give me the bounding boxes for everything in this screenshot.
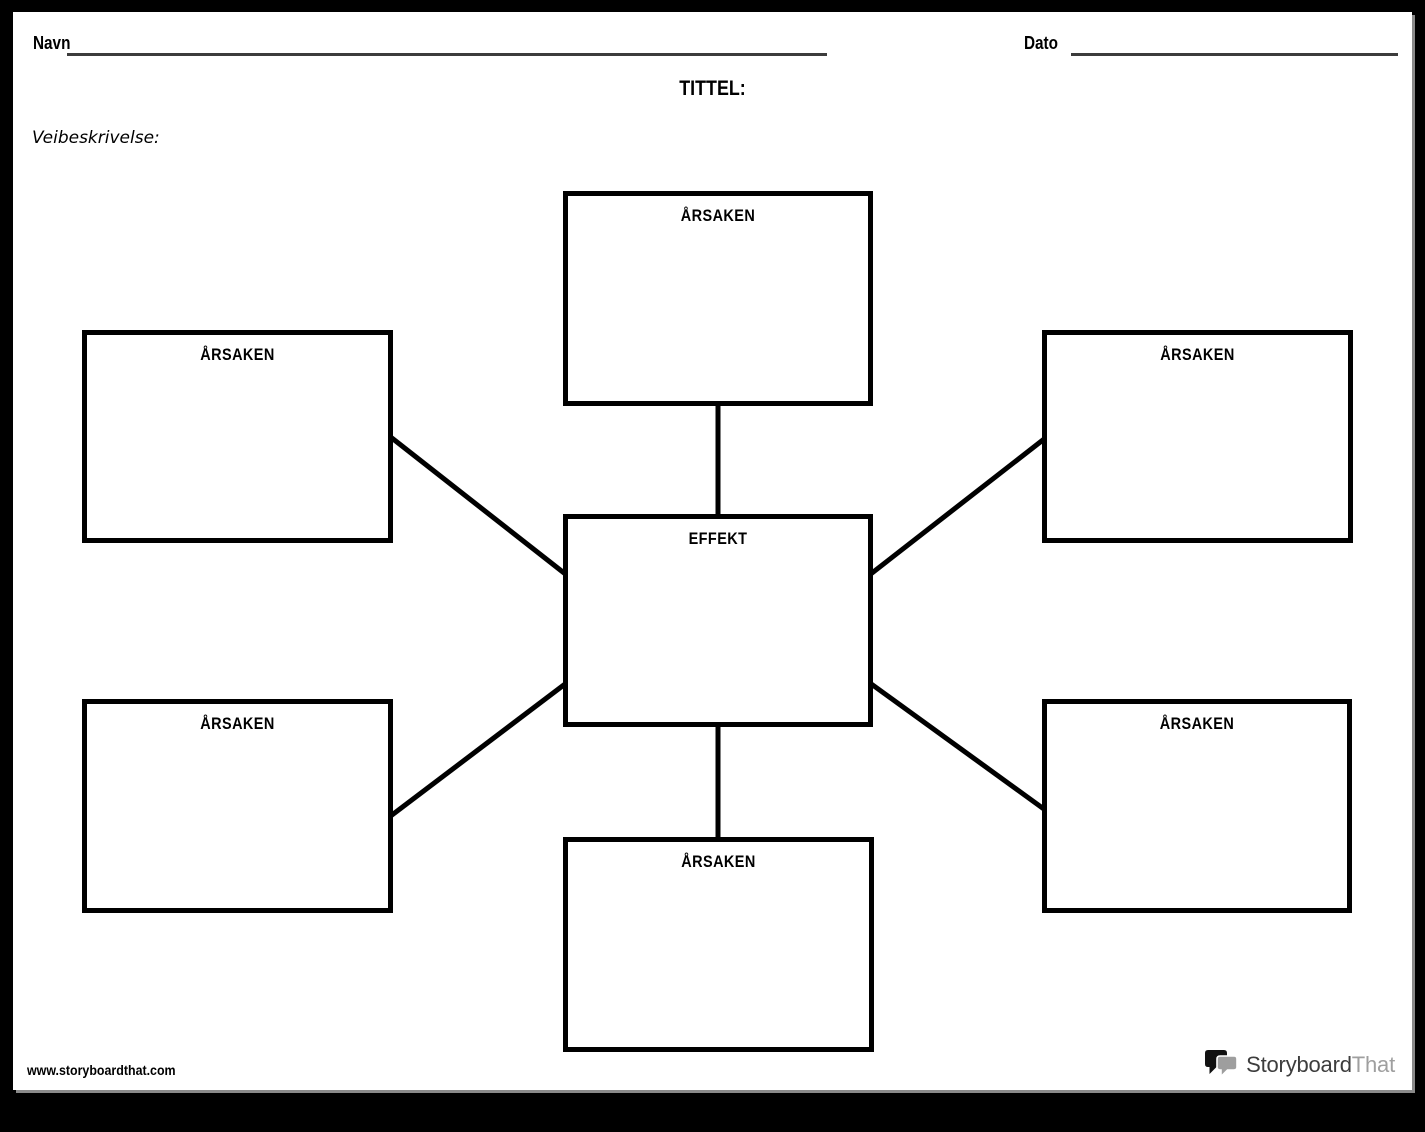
brand-text-primary: Storyboard bbox=[1246, 1052, 1352, 1077]
worksheet-page: Navn Dato TITTEL: Veibeskrivelse: ÅRSAKE… bbox=[13, 12, 1412, 1090]
cause-box-label: ÅRSAKEN bbox=[200, 714, 275, 733]
storyboardthat-logo: StoryboardThat bbox=[1205, 1050, 1395, 1080]
connector-bottom-right bbox=[861, 675, 1050, 815]
cause-box-label: ÅRSAKEN bbox=[1159, 714, 1235, 733]
name-input-line[interactable] bbox=[67, 53, 827, 56]
date-input-line[interactable] bbox=[1071, 53, 1398, 56]
brand-text: StoryboardThat bbox=[1246, 1052, 1395, 1078]
effect-box-label: EFFEKT bbox=[688, 529, 748, 548]
connector-bottom-left bbox=[386, 676, 575, 820]
directions-label: Veibeskrivelse: bbox=[32, 128, 160, 148]
cause-box-top-center[interactable]: ÅRSAKEN bbox=[563, 191, 873, 406]
cause-box-label: ÅRSAKEN bbox=[681, 852, 756, 871]
brand-text-secondary: That bbox=[1351, 1052, 1395, 1077]
date-field-label: Dato bbox=[1024, 33, 1058, 53]
website-url: www.storyboardthat.com bbox=[27, 1063, 176, 1078]
speech-bubbles-icon bbox=[1205, 1050, 1238, 1079]
cause-box-top-right[interactable]: ÅRSAKEN bbox=[1042, 330, 1353, 543]
page-title: TITTEL: bbox=[679, 77, 746, 100]
connector-top-left bbox=[386, 433, 575, 582]
effect-box[interactable]: EFFEKT bbox=[563, 514, 873, 727]
connector-top-right bbox=[861, 434, 1050, 582]
cause-box-bottom-right[interactable]: ÅRSAKEN bbox=[1042, 699, 1352, 913]
cause-box-top-left[interactable]: ÅRSAKEN bbox=[82, 330, 393, 543]
cause-box-label: ÅRSAKEN bbox=[1160, 345, 1235, 364]
cause-box-label: ÅRSAKEN bbox=[200, 345, 275, 364]
connector-lines bbox=[386, 402, 1050, 842]
cause-box-bottom-left[interactable]: ÅRSAKEN bbox=[82, 699, 393, 913]
cause-box-label: ÅRSAKEN bbox=[680, 206, 756, 225]
cause-box-bottom-center[interactable]: ÅRSAKEN bbox=[563, 837, 874, 1052]
name-field-label: Navn bbox=[33, 33, 71, 53]
